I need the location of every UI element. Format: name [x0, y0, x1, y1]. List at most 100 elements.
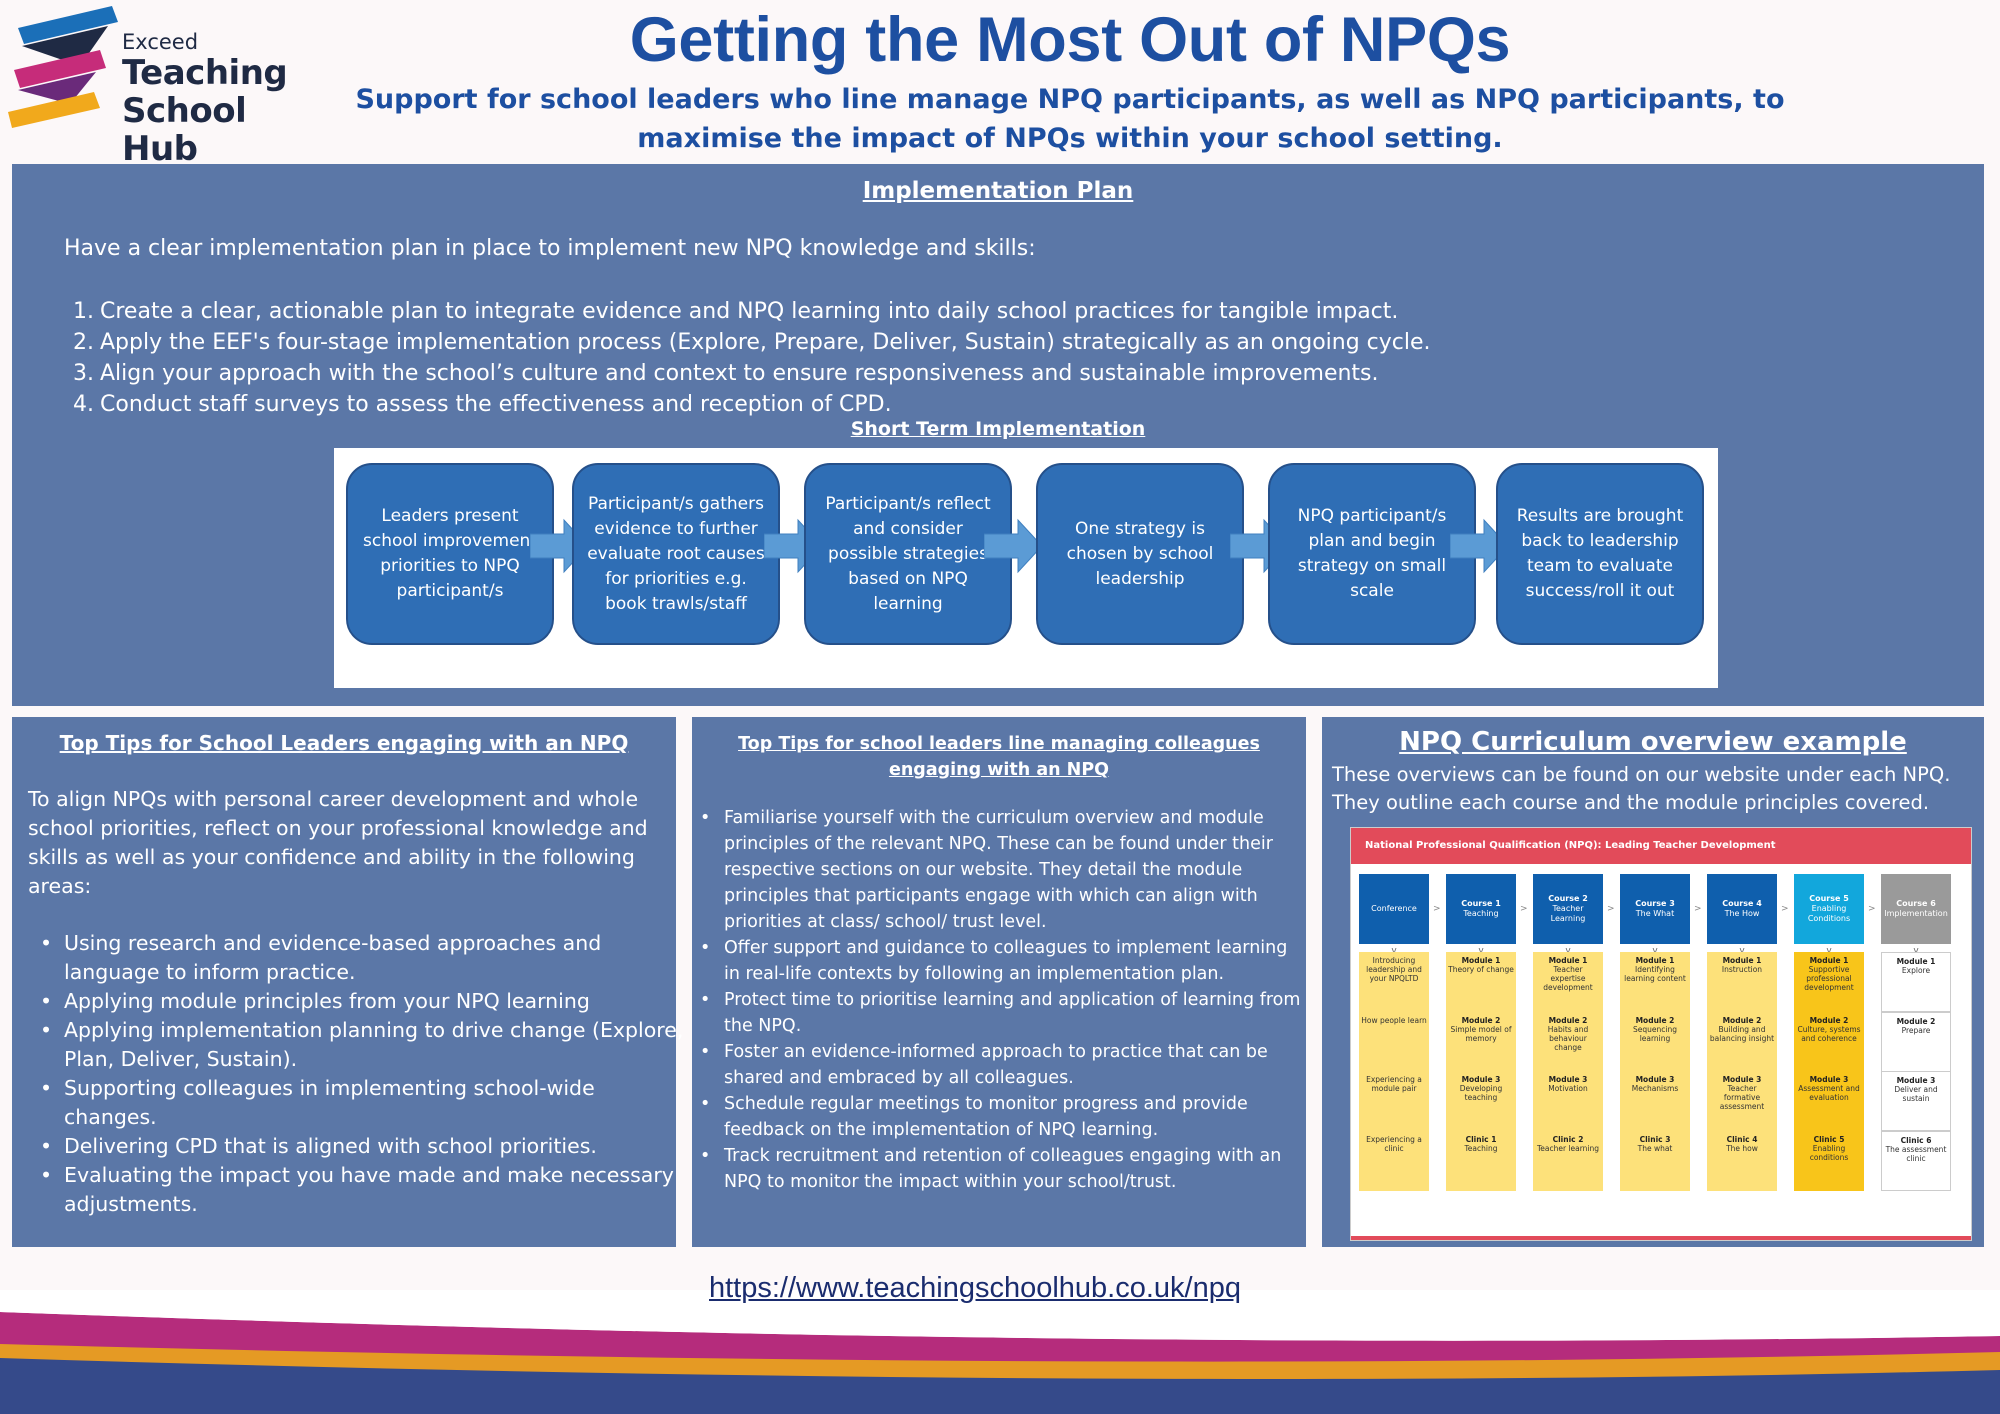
curriculum-module-name: Theory of change: [1448, 965, 1514, 974]
curriculum-diagram: National Professional Qualification (NPQ…: [1350, 827, 1972, 1241]
curriculum-module-name: Identifying learning content: [1624, 965, 1686, 983]
logo-text-line2: School Hub: [122, 91, 247, 169]
curriculum-module-label: Module 1: [1722, 956, 1762, 965]
curriculum-module-label: Module 3: [1722, 1075, 1762, 1084]
curriculum-module-name: Culture, systems and coherence: [1797, 1025, 1861, 1043]
curriculum-course-header: Conference: [1359, 874, 1429, 944]
curriculum-course-name: Enabling Conditions: [1807, 904, 1851, 923]
curriculum-module-name: Building and balancing insight: [1709, 1025, 1775, 1043]
chevron-right-icon: >: [1868, 904, 1876, 914]
curriculum-course-name: Implementation: [1884, 909, 1948, 918]
curriculum-module-label: Clinic 3: [1639, 1135, 1671, 1144]
curriculum-module-label: Module 3: [1461, 1075, 1501, 1084]
curriculum-module-name: The how: [1726, 1144, 1758, 1153]
curriculum-module-label: Module 2: [1635, 1016, 1675, 1025]
list-item: 2.Apply the EEF's four-stage implementat…: [73, 330, 1431, 355]
curriculum-module-label: Module 1: [1809, 956, 1849, 965]
chevron-right-icon: >: [1781, 904, 1789, 914]
curriculum-module-label: Module 3: [1896, 1076, 1936, 1085]
chevron-right-icon: >: [1520, 904, 1528, 914]
curriculum-course-name: Teaching: [1463, 909, 1499, 918]
logo-text-line1: Teaching: [122, 53, 288, 93]
curriculum-module-name: Enabling conditions: [1809, 1144, 1849, 1162]
curriculum-course-label: Course 3: [1635, 899, 1675, 908]
list-item: 3.Align your approach with the school’s …: [73, 361, 1379, 386]
tips-leaders-list: Using research and evidence-based approa…: [40, 929, 684, 1219]
list-item: Evaluating the impact you have made and …: [40, 1161, 684, 1219]
implementation-list: 1.Create a clear, actionable plan to int…: [64, 296, 1944, 420]
curriculum-module-label: Module 2: [1548, 1016, 1588, 1025]
list-item: 1.Create a clear, actionable plan to int…: [73, 299, 1399, 324]
curriculum-module-name: Sequencing learning: [1633, 1025, 1677, 1043]
logo: Exceed Teaching School Hub: [0, 0, 310, 168]
list-item: Familiarise yourself with the curriculum…: [700, 805, 1302, 935]
list-item: Applying implementation planning to driv…: [40, 1016, 684, 1074]
short-term-title: Short Term Implementation: [850, 418, 1146, 440]
curriculum-module-name: Teacher learning: [1536, 1144, 1600, 1153]
curriculum-module-label: Clinic 5: [1813, 1135, 1845, 1144]
tips-line-managers-panel: Top Tips for school leaders line managin…: [692, 717, 1306, 1247]
curriculum-overview-panel: NPQ Curriculum overview example These ov…: [1322, 717, 1984, 1247]
curriculum-module-label: Clinic 2: [1552, 1135, 1584, 1144]
list-item: 4.Conduct staff surveys to assess the ef…: [73, 392, 892, 417]
chevron-right-icon: >: [1607, 904, 1615, 914]
tips-line-managers-list: Familiarise yourself with the curriculum…: [700, 805, 1302, 1195]
curriculum-module-label: Module 1: [1635, 956, 1675, 965]
flow-step-3: Participant/s reflect and consider possi…: [804, 463, 1012, 645]
curriculum-module-name: Instruction: [1721, 965, 1763, 974]
tips-school-leaders-panel: Top Tips for School Leaders engaging wit…: [12, 717, 683, 1247]
curriculum-module-name: Supportive professional development: [1804, 965, 1854, 992]
curriculum-module-label: Module 2: [1461, 1016, 1501, 1025]
curriculum-module-name: Teaching: [1464, 1144, 1498, 1153]
curriculum-module-cell: Introducing leadership and your NPQLTD: [1359, 952, 1429, 1012]
list-item: Offer support and guidance to colleagues…: [700, 935, 1302, 987]
curriculum-course-label: Course 1: [1461, 899, 1501, 908]
curriculum-module-name: Developing teaching: [1459, 1084, 1503, 1102]
chevron-down-icon: v: [1652, 946, 1658, 956]
chevron-down-icon: v: [1391, 946, 1397, 956]
curriculum-course-name: Conference: [1371, 904, 1417, 913]
curriculum-module-name: Motivation: [1548, 1084, 1588, 1093]
curriculum-module-name: Explore: [1901, 966, 1931, 975]
curriculum-module-name: Simple model of memory: [1450, 1025, 1512, 1043]
curriculum-module-cell: How people learn: [1359, 1012, 1429, 1072]
page-subtitle: Support for school leaders who line mana…: [355, 84, 1785, 154]
chevron-down-icon: v: [1913, 946, 1919, 956]
list-item: Using research and evidence-based approa…: [40, 929, 684, 987]
curriculum-module-name: Experiencing a clinic: [1366, 1135, 1422, 1153]
curriculum-course-name: The How: [1724, 909, 1760, 918]
curriculum-module-label: Module 2: [1896, 1017, 1936, 1026]
curriculum-module-name: Assessment and evaluation: [1798, 1084, 1860, 1102]
curriculum-module-name: How people learn: [1361, 1016, 1427, 1025]
chevron-down-icon: v: [1565, 946, 1571, 956]
curriculum-module-label: Module 2: [1809, 1016, 1849, 1025]
curriculum-module-name: Prepare: [1901, 1026, 1931, 1035]
curriculum-course-label: Course 6: [1896, 899, 1936, 908]
implementation-intro: Have a clear implementation plan in plac…: [64, 236, 1036, 261]
curriculum-course-name: Teacher Learning: [1550, 904, 1586, 923]
curriculum-module-label: Module 3: [1809, 1075, 1849, 1084]
tips-leaders-title: Top Tips for School Leaders engaging wit…: [59, 731, 629, 755]
implementation-title: Implementation Plan: [862, 178, 1134, 204]
curriculum-diagram-title: National Professional Qualification (NPQ…: [1351, 828, 1971, 864]
list-item: Protect time to prioritise learning and …: [700, 987, 1302, 1039]
curriculum-module-name: Experiencing a module pair: [1366, 1075, 1422, 1093]
website-link[interactable]: https://www.teachingschoolhub.co.uk/npq: [709, 1272, 1241, 1304]
curriculum-module-name: Mechanisms: [1631, 1084, 1679, 1093]
